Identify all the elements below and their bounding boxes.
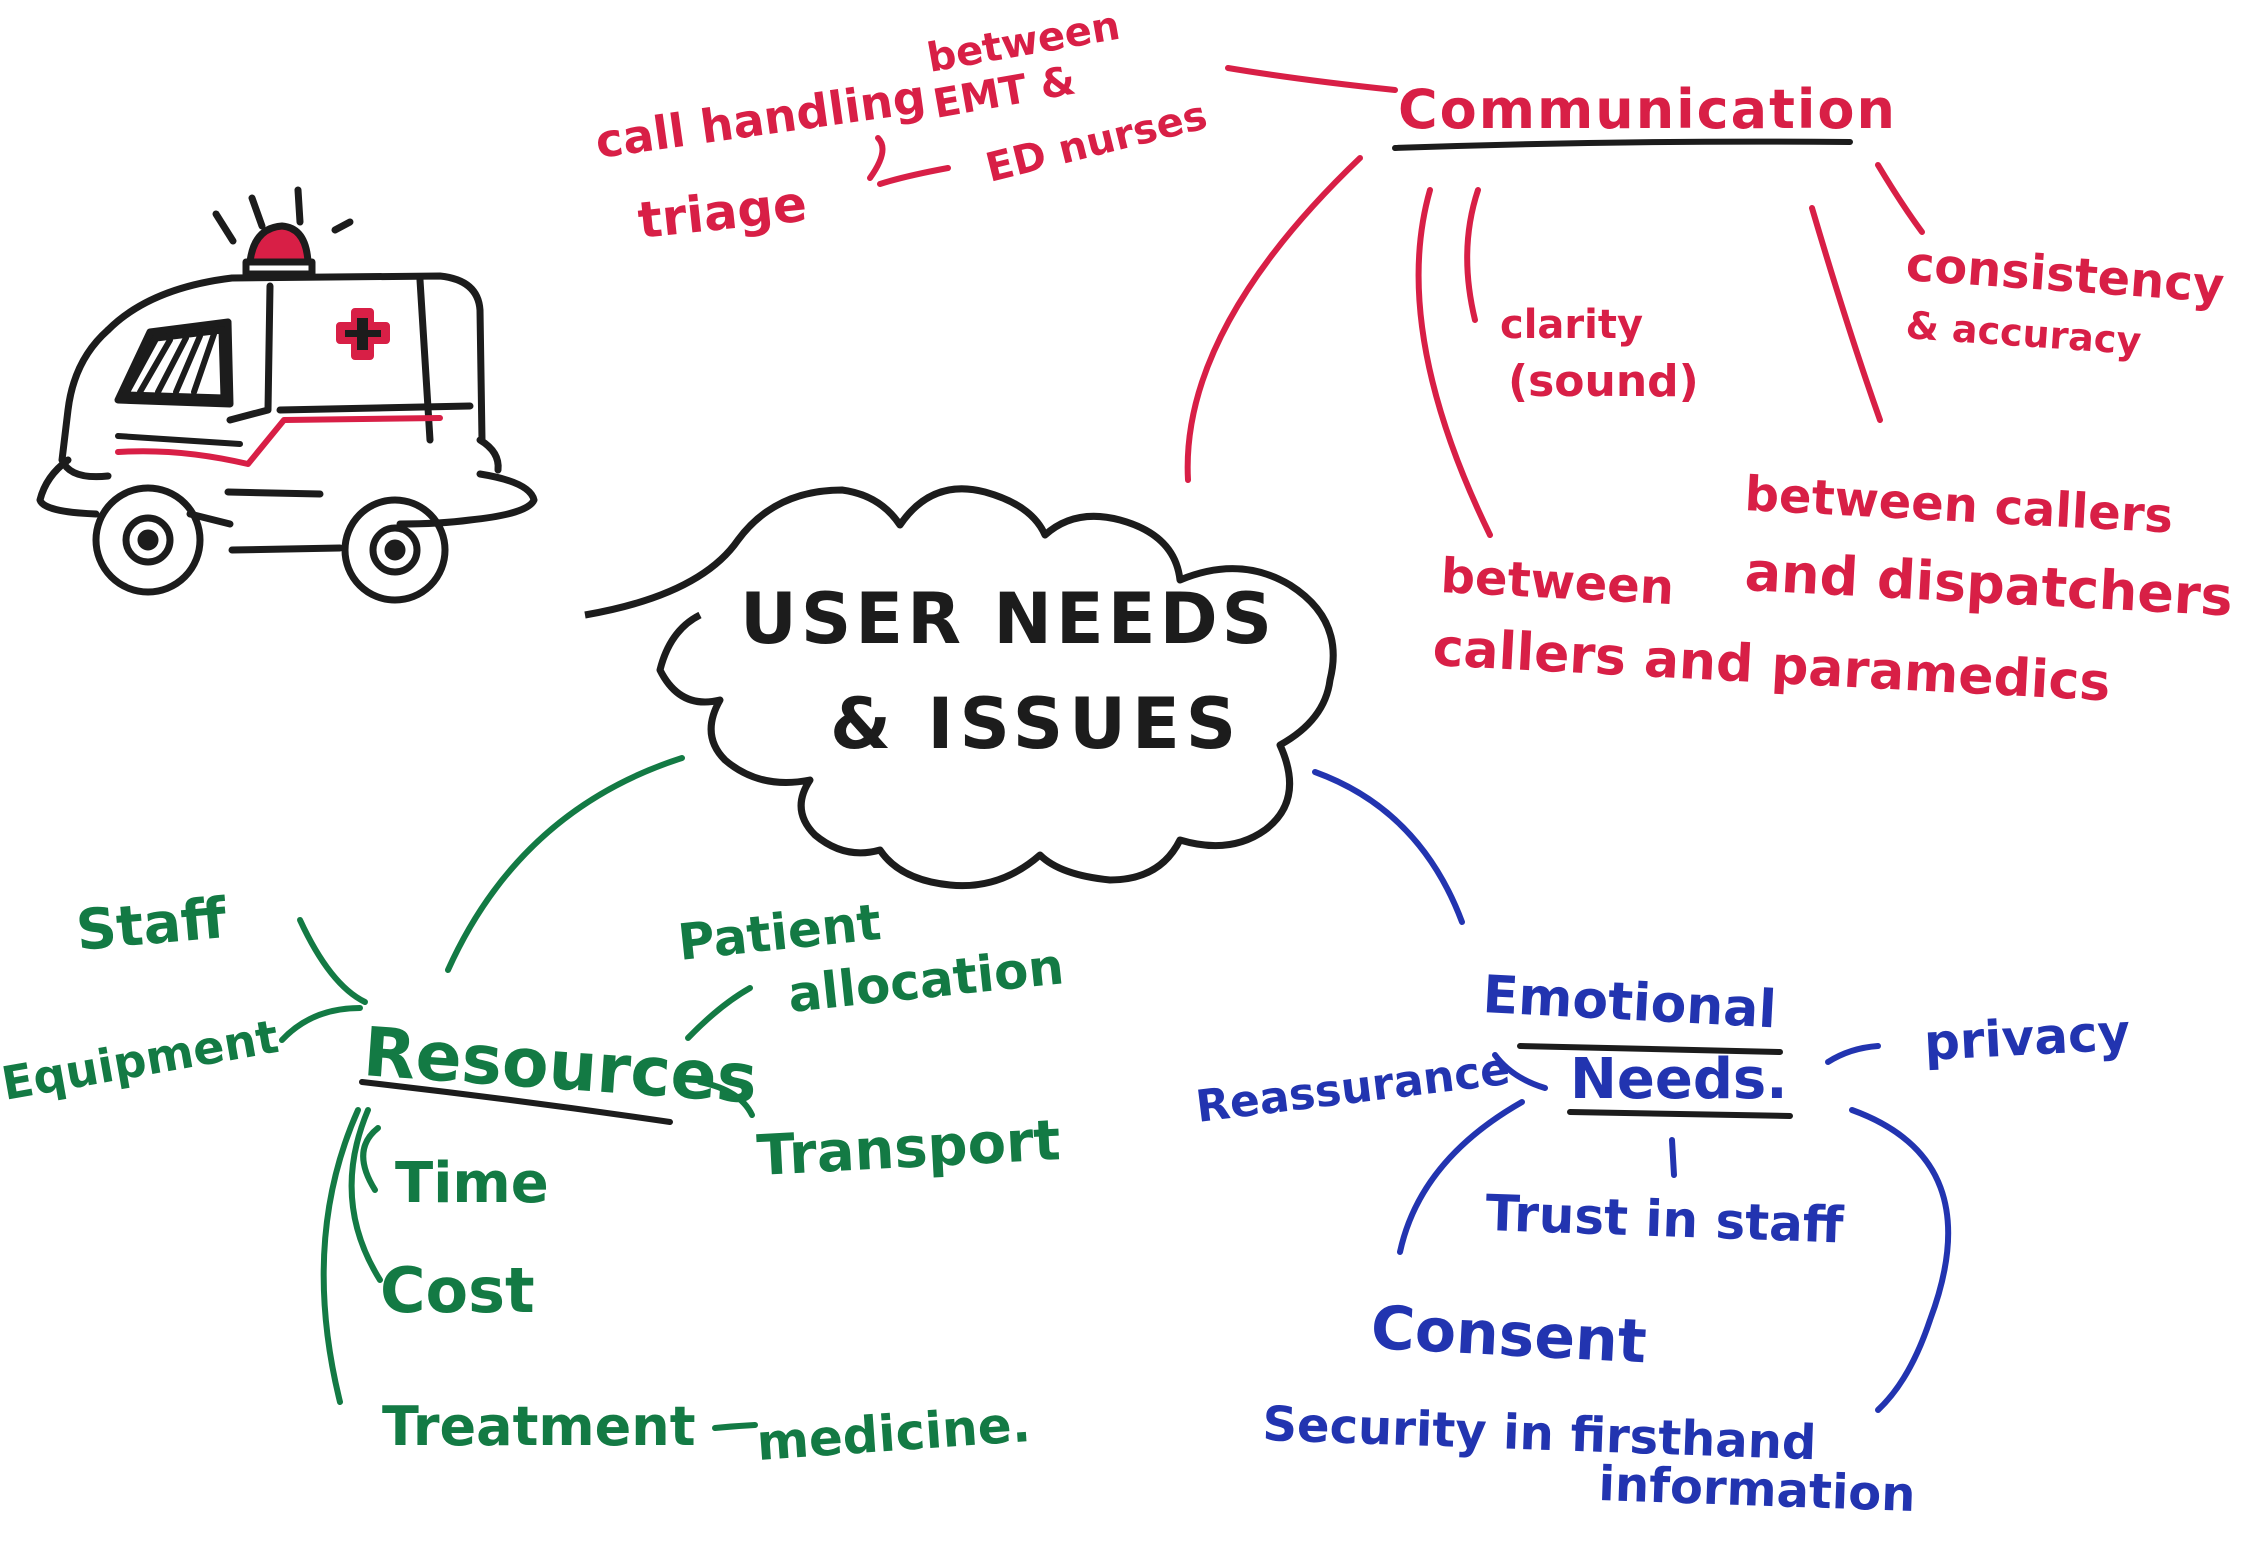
link-patient: [685, 985, 753, 1041]
link-consent: [1397, 1099, 1525, 1255]
callers-dispatchers-line2: and dispatchers: [1743, 540, 2234, 628]
communication-branch: [867, 65, 1925, 538]
emotional-underline-2: [1567, 1109, 1793, 1119]
emotional-title-line2: Needs.: [1570, 1047, 1788, 1112]
link-medicine: [712, 1422, 758, 1431]
brace-call-handling: [867, 135, 951, 187]
link-cost: [348, 1107, 383, 1283]
trust-label: Trust in staff: [1485, 1184, 1845, 1254]
communication-title: Communication: [1398, 78, 1897, 141]
link-staff: [297, 917, 368, 1005]
reassurance-label: Reassurance: [1193, 1044, 1513, 1133]
resources-underline: [359, 1079, 673, 1125]
transport-label: Transport: [755, 1108, 1062, 1189]
link-reassurance: [1492, 1052, 1548, 1091]
link-paramedics: [1415, 187, 1493, 538]
link-security: [1849, 1107, 1952, 1413]
link-consistency: [1875, 162, 1925, 235]
link-treatment: [320, 1107, 361, 1405]
link-transport: [697, 1079, 755, 1118]
link-equipment: [279, 1005, 363, 1043]
link-cloud-emotional: [1312, 769, 1465, 925]
central-title-line1: USER NEEDS: [740, 578, 1276, 660]
callers-dispatchers-line1: between callers: [1743, 466, 2174, 544]
emotional-branch: [1312, 769, 1952, 1413]
sound-label: (sound): [1508, 356, 1699, 407]
equipment-label: Equipment: [0, 1009, 282, 1111]
staff-label: Staff: [74, 886, 230, 964]
consistency-label: consistency: [1904, 236, 2226, 314]
central-title-line2: & ISSUES: [830, 683, 1242, 765]
link-dispatchers: [1809, 205, 1883, 423]
link-emt-communication: [1225, 65, 1398, 93]
link-cloud-communication: [1184, 155, 1363, 483]
clarity-label: clarity: [1500, 302, 1643, 348]
cost-label: Cost: [380, 1254, 535, 1327]
emotional-title-line1: Emotional: [1481, 965, 1778, 1040]
triage-label: triage: [635, 175, 809, 250]
cloud-shape: [584, 485, 1337, 890]
treatment-label: Treatment: [382, 1395, 696, 1458]
callers-paramedics-line2: callers and paramedics: [1431, 618, 2112, 713]
accuracy-label: & accuracy: [1904, 303, 2143, 363]
link-privacy: [1825, 1043, 1881, 1065]
emotional-underline-1: [1517, 1043, 1783, 1055]
link-trust: [1669, 1137, 1677, 1178]
consent-label: Consent: [1369, 1293, 1648, 1377]
resources-branch: [279, 755, 758, 1431]
privacy-label: privacy: [1923, 1003, 2132, 1072]
call-handling-label: call handling: [592, 69, 929, 169]
callers-paramedics-line1: between: [1439, 548, 1675, 616]
communication-underline: [1392, 138, 1853, 151]
time-label: Time: [395, 1151, 549, 1216]
link-time: [360, 1125, 381, 1193]
medicine-label: medicine.: [755, 1395, 1033, 1472]
link-cloud-resources: [445, 755, 685, 973]
ambulance-icon: [36, 186, 538, 604]
link-clarity: [1464, 187, 1481, 323]
security-label-line2: information: [1598, 1456, 1917, 1523]
